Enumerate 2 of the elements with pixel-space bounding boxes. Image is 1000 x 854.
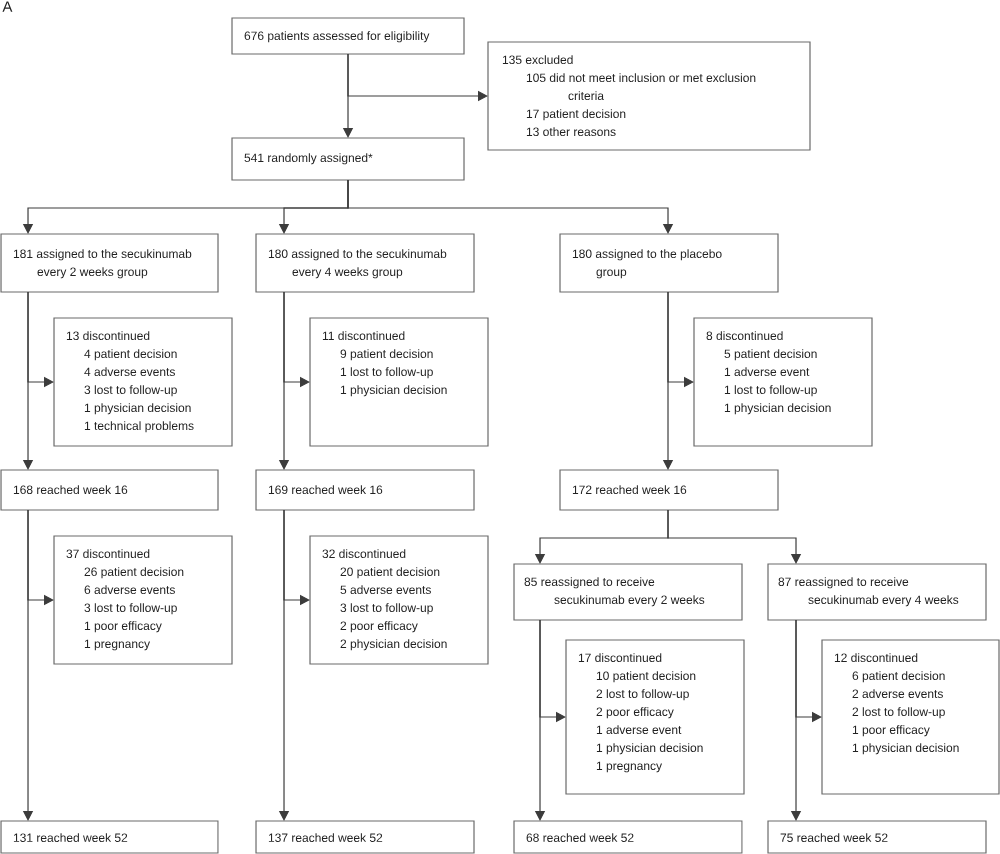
arrow [347, 179, 674, 234]
arrow [667, 509, 802, 564]
